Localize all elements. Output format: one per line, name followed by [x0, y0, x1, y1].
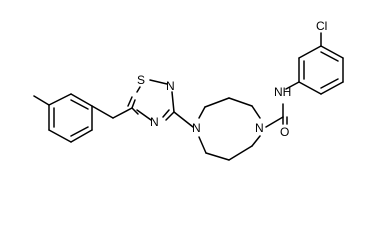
- atom-nh-amide: NH: [274, 85, 291, 99]
- diazepane-ring: [198, 97, 261, 161]
- atom-n-thiadiazole-bottom: N: [150, 115, 159, 129]
- thiadiazole-ring: [127, 79, 175, 121]
- atom-cl: Cl: [316, 19, 327, 33]
- carboxamide: [265, 81, 300, 128]
- atom-o-carbonyl: O: [280, 125, 289, 139]
- methyl-bond: [33, 95, 50, 106]
- atom-s: S: [137, 73, 145, 87]
- thiadiazole-diazepane-bond: [173, 111, 194, 128]
- benzyl-linker: [91, 105, 133, 119]
- atom-n-thiadiazole-top: N: [166, 79, 175, 93]
- chlorophenyl-ring: [298, 32, 344, 95]
- toluene-ring: [48, 93, 93, 143]
- chemical-structure: S N N N N NH O Cl: [33, 19, 344, 161]
- atom-n-diazepane-right: N: [255, 121, 264, 135]
- atom-n-diazepane-left: N: [192, 121, 201, 135]
